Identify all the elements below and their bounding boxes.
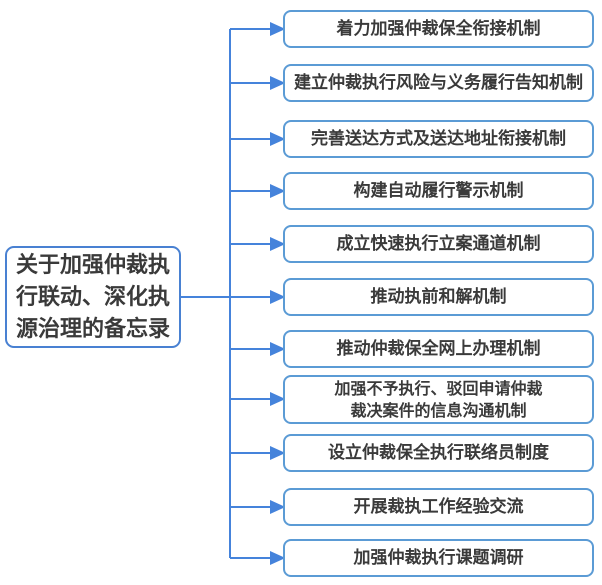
arrowhead-icon — [270, 21, 286, 37]
root-node: 关于加强仲裁执 行联动、深化执 源治理的备忘录 — [5, 246, 181, 348]
arrowhead-icon — [270, 550, 286, 566]
branch-node: 设立仲裁保全执行联络员制度 — [283, 434, 594, 472]
arrowhead-icon — [270, 75, 286, 91]
arrowhead-icon — [270, 183, 286, 199]
branch-node: 建立仲裁执行风险与义务履行告知机制 — [283, 64, 594, 102]
branch-node: 完善送达方式及送达地址衔接机制 — [283, 120, 594, 158]
branch-node: 推动执前和解机制 — [283, 278, 594, 316]
branch-node: 开展裁执工作经验交流 — [283, 488, 594, 526]
arrowhead-icon — [270, 391, 286, 407]
branch-node: 成立快速执行立案通道机制 — [283, 225, 594, 263]
arrowhead-icon — [270, 341, 286, 357]
branch-node: 加强不予执行、驳回申请仲裁 裁决案件的信息沟通机制 — [283, 375, 594, 424]
branch-node: 推动仲裁保全网上办理机制 — [283, 330, 594, 368]
arrowhead-icon — [270, 131, 286, 147]
arrowhead-icon — [270, 499, 286, 515]
arrowhead-icon — [270, 445, 286, 461]
branch-node: 构建自动履行警示机制 — [283, 172, 594, 210]
branch-node: 着力加强仲裁保全衔接机制 — [283, 10, 594, 48]
arrowhead-icon — [270, 289, 286, 305]
branch-node: 加强仲裁执行课题调研 — [283, 539, 594, 577]
arrowhead-icon — [270, 236, 286, 252]
